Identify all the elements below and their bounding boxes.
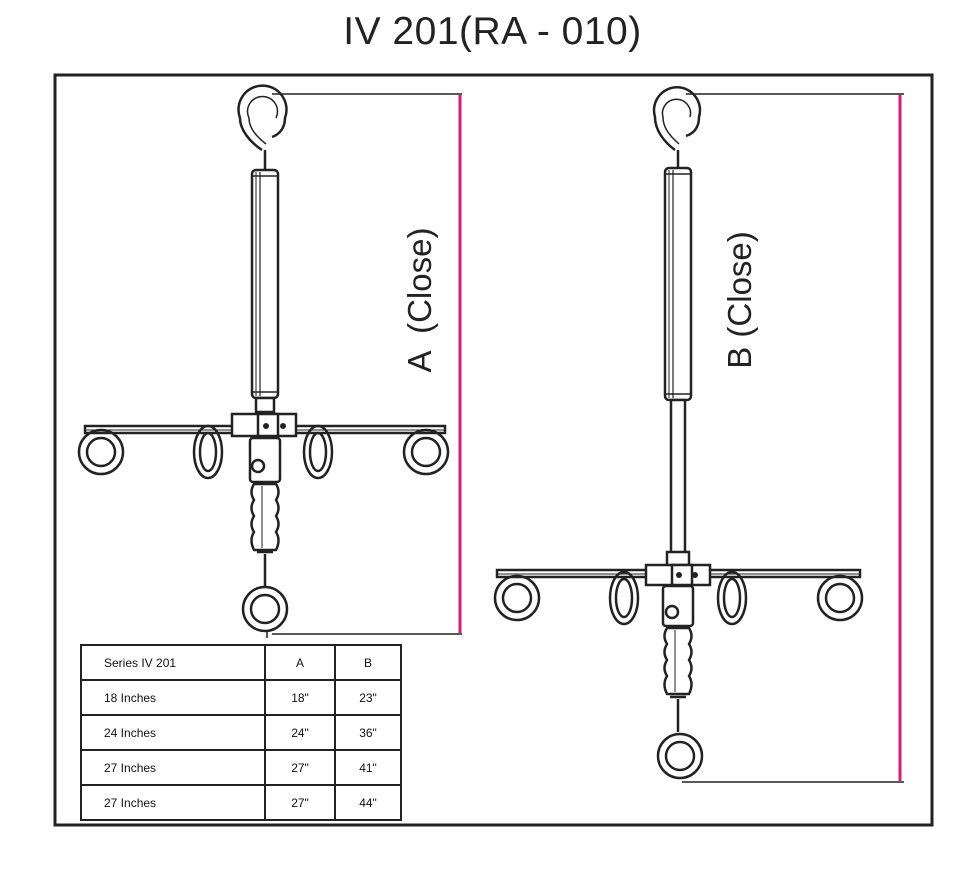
hanger-b-rod — [669, 398, 687, 558]
table-row: 27 Inches 27" 44" — [80, 784, 402, 821]
table-cell-a: 18" — [264, 679, 336, 716]
table-cell-a: 27" — [264, 749, 336, 786]
hanger-b-grip — [663, 626, 693, 696]
table-row: 24 Inches 24" 36" — [80, 714, 402, 751]
hanger-a-outer-hook-right — [402, 428, 450, 476]
hanger-a-outer-hook-left — [77, 428, 125, 476]
hanger-b-inner-hook-right — [716, 570, 748, 626]
table-cell-size: 18 Inches — [80, 679, 266, 716]
hanger-b — [493, 86, 904, 783]
table-header-a: A — [264, 644, 336, 681]
hanger-a-inner-hook-left — [192, 424, 224, 480]
table-header-row: Series IV 201 A B — [80, 644, 402, 681]
hanger-a-top-hook-inner — [246, 95, 279, 145]
hanger-b-bottom-ring — [656, 732, 704, 780]
hanger-a-inner-hook-right — [302, 424, 334, 480]
table-cell-size: 27 Inches — [80, 784, 266, 821]
hanger-b-top-hook — [652, 86, 702, 152]
table-row: 18 Inches 18" 23" — [80, 679, 402, 716]
hanger-a-bottom-ring — [241, 585, 289, 633]
table-cell-a: 27" — [264, 784, 336, 821]
outer-frame — [53, 73, 934, 827]
hanger-a — [77, 84, 462, 638]
label-a-close: A (Close) — [401, 227, 438, 373]
table-header-series: Series IV 201 — [80, 644, 266, 681]
hanger-a-top-hook — [237, 84, 288, 152]
table-cell-b: 36" — [334, 714, 402, 751]
table-cell-a: 24" — [264, 714, 336, 751]
table-cell-size: 27 Inches — [80, 749, 266, 786]
table-row: 27 Inches 27" 41" — [80, 749, 402, 786]
table-cell-b: 41" — [334, 749, 402, 786]
table-cell-size: 24 Inches — [80, 714, 266, 751]
table-cell-b: 44" — [334, 784, 402, 821]
hanger-b-handle-collar — [661, 584, 695, 628]
hanger-b-outer-hook-right — [816, 574, 864, 622]
table-header-b: B — [334, 644, 402, 681]
label-b-close: B (Close) — [721, 231, 758, 369]
table-cell-b: 23" — [334, 679, 402, 716]
hanger-b-inner-hook-left — [608, 570, 640, 626]
diagram-title: IV 201(RA - 010) — [343, 10, 642, 53]
hanger-a-grip — [250, 482, 280, 552]
hanger-b-outer-hook-left — [493, 574, 541, 622]
size-table: Series IV 201 A B 18 Inches 18" 23" 24 I… — [80, 644, 402, 821]
